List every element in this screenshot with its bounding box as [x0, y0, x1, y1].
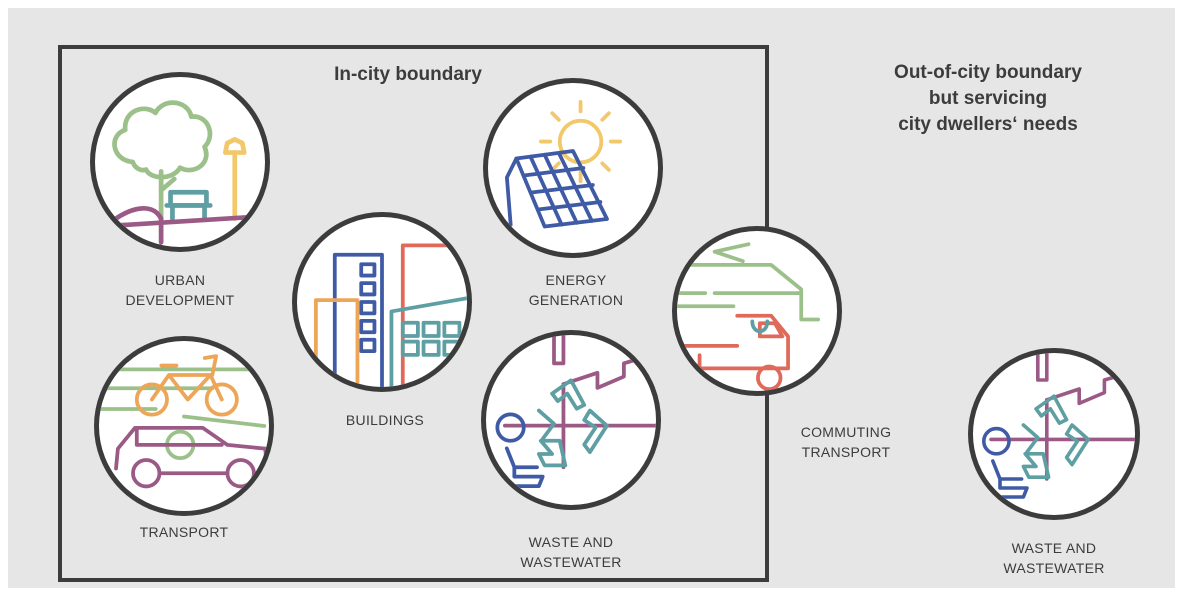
tree-bench-lamp-icon — [102, 100, 258, 245]
waste-out-of-city-circle — [968, 348, 1140, 520]
label-line: GENERATION — [528, 292, 624, 308]
label-line: WASTE AND — [528, 534, 614, 550]
out-of-city-title-line: Out-of-city boundary — [894, 62, 1082, 83]
buildings-label: BUILDINGS — [325, 410, 445, 430]
out-of-city-title-line: but servicing — [928, 88, 1048, 109]
label-line: ENERGY — [545, 272, 607, 288]
urban-development-circle — [90, 72, 270, 252]
waste-in-city-label: WASTE AND WASTEWATER — [511, 532, 631, 572]
recycling-factory-icon — [495, 335, 656, 488]
bicycle-car-icon — [99, 354, 269, 489]
label-line: WASTEWATER — [1003, 560, 1105, 576]
label-line: TRANSPORT — [139, 524, 229, 540]
transport-label: TRANSPORT — [124, 522, 244, 542]
energy-generation-circle — [483, 78, 663, 258]
train-truck-icon — [677, 242, 821, 391]
solar-panel-sun-icon — [505, 100, 623, 229]
label-line: TRANSPORT — [801, 444, 891, 460]
energy-generation-label: ENERGY GENERATION — [516, 270, 636, 310]
in-city-title: In-city boundary — [334, 64, 482, 85]
label-line: URBAN — [154, 272, 206, 288]
commuting-transport-circle — [672, 226, 842, 396]
urban-development-label: URBAN DEVELOPMENT — [120, 270, 240, 310]
label-line: BUILDINGS — [345, 412, 425, 428]
label-line: WASTE AND — [1011, 540, 1097, 556]
out-of-city-title-line: city dwellers‘ needs — [898, 114, 1078, 135]
out-of-city-title: Out-of-city boundary but servicing city … — [848, 60, 1128, 138]
buildings-circle — [292, 212, 472, 392]
waste-out-of-city-label: WASTE AND WASTEWATER — [994, 538, 1114, 578]
recycling-factory-icon — [982, 353, 1135, 499]
label-line: COMMUTING — [800, 424, 892, 440]
diagram-canvas: In-city boundary Out-of-city boundary bu… — [8, 8, 1175, 588]
buildings-icon — [314, 243, 467, 387]
transport-circle — [94, 336, 274, 516]
label-line: DEVELOPMENT — [125, 292, 235, 308]
label-line: WASTEWATER — [520, 554, 622, 570]
waste-in-city-circle — [481, 330, 661, 510]
commuting-transport-label: COMMUTING TRANSPORT — [786, 422, 906, 462]
